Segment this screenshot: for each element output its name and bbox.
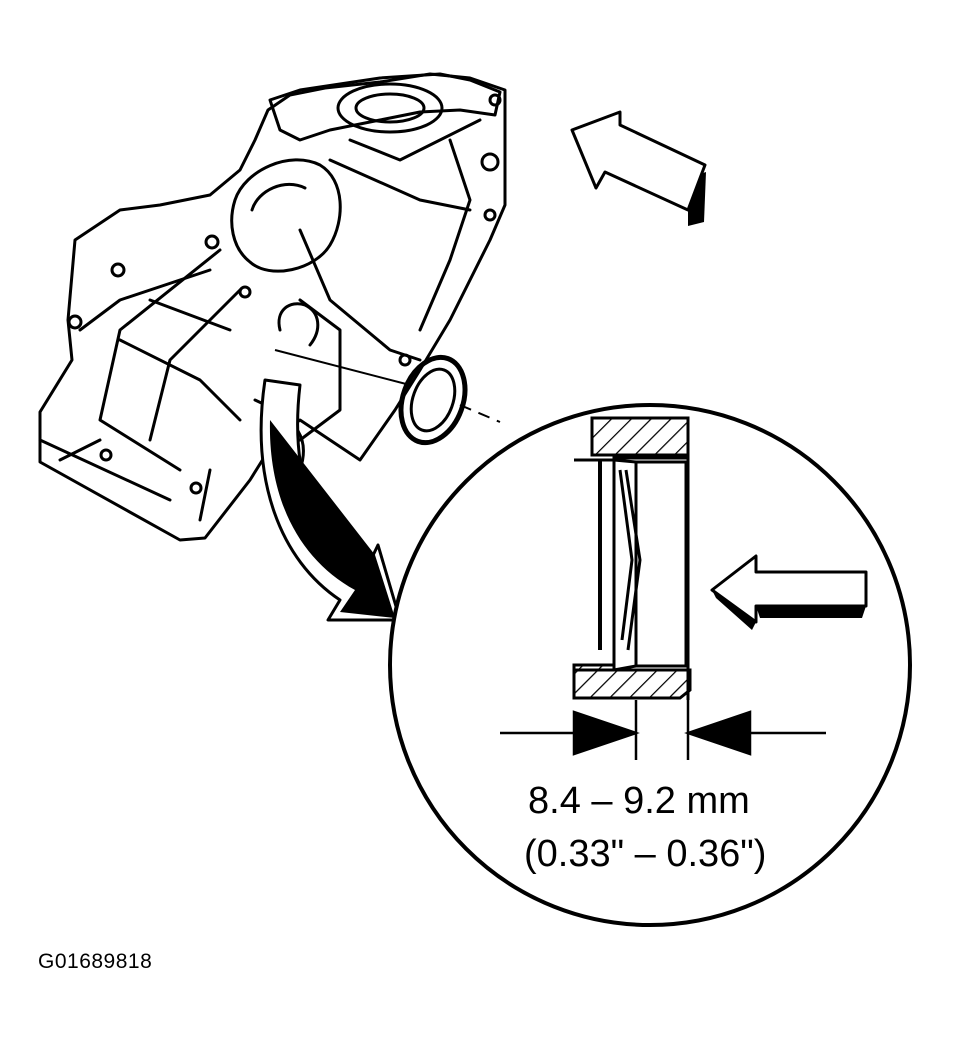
engine-block-drawing [38, 72, 507, 542]
housing-section-top [590, 416, 690, 457]
detail-view: 8.4 – 9.2 mm (0.33" – 0.36") [388, 403, 912, 927]
figure-code: G01689818 [38, 950, 153, 973]
insertion-arrow [710, 554, 868, 624]
dimension-mm-label: 8.4 – 9.2 mm [528, 780, 750, 822]
dimension-marker [500, 700, 826, 760]
seal-cross-section [574, 418, 690, 700]
dimension-inch-label: (0.33" – 0.36") [524, 833, 766, 875]
oil-seal [274, 349, 501, 446]
direction-arrow-top [570, 110, 707, 226]
callout-arrow [259, 378, 402, 622]
